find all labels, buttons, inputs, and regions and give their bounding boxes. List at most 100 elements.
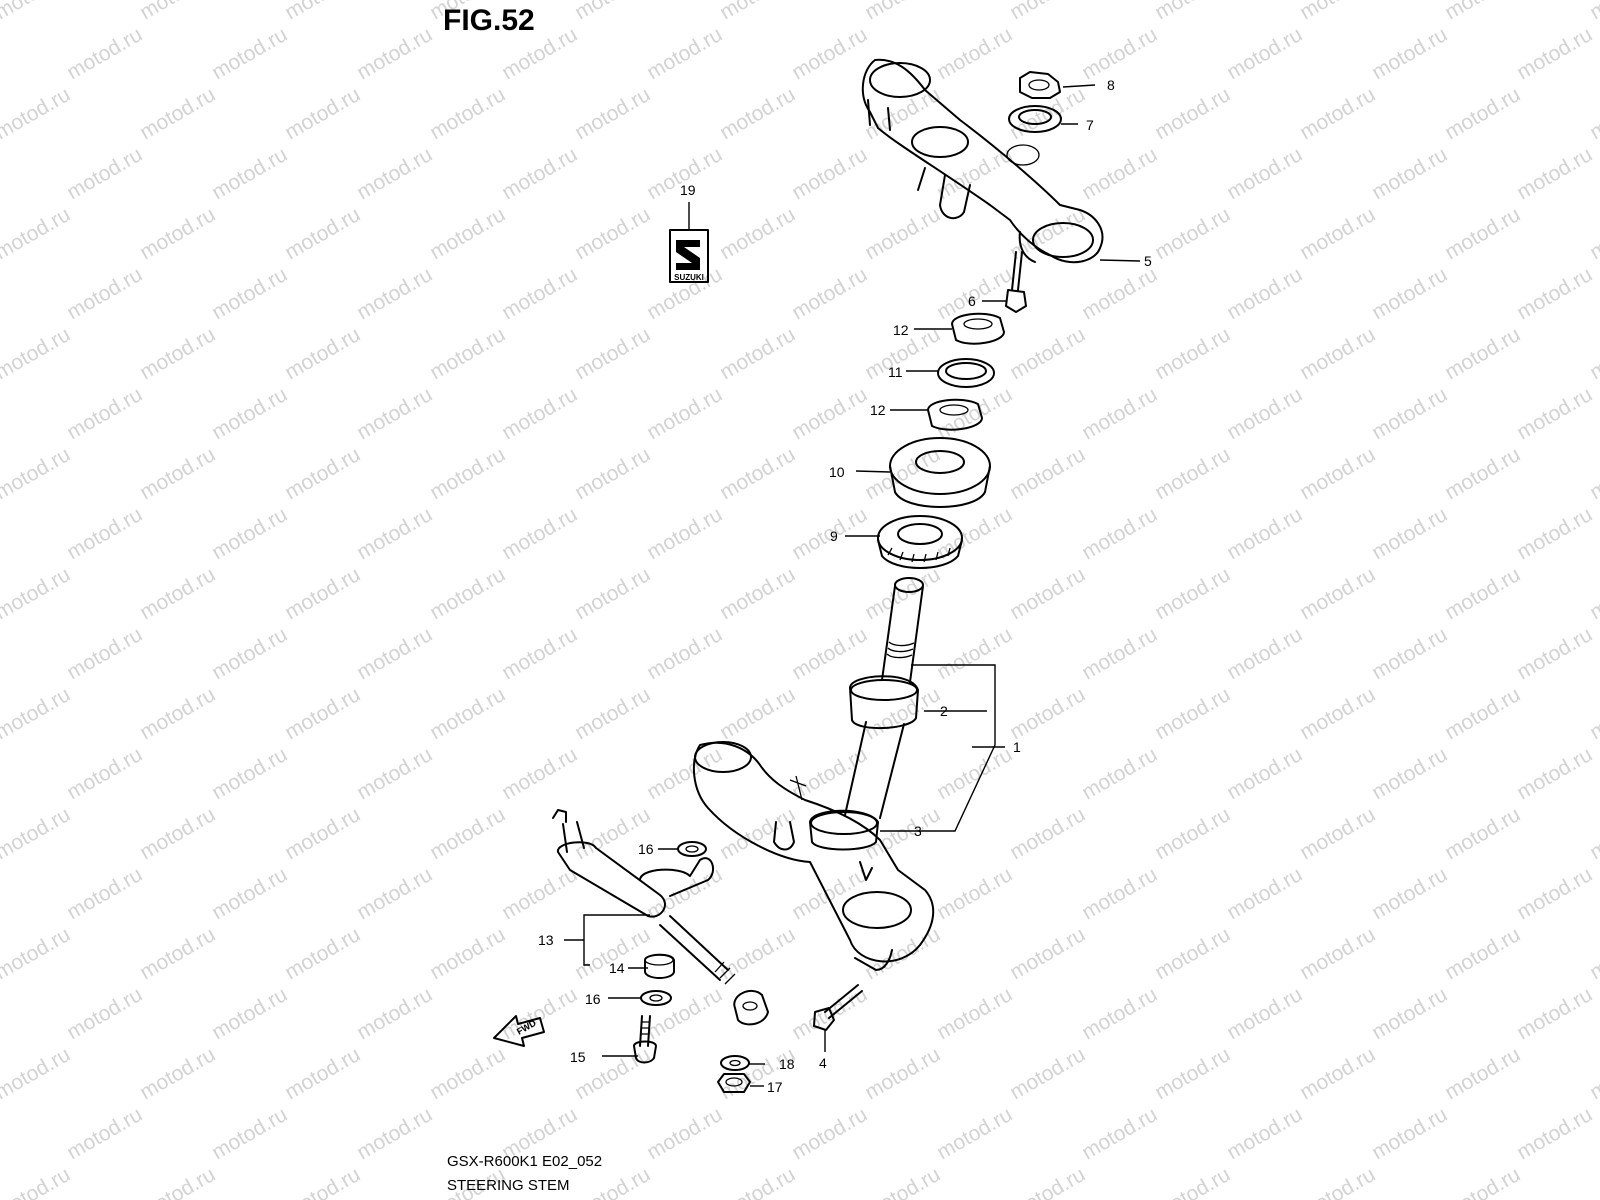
watermark-text: motod.ru: [63, 983, 146, 1044]
watermark-text: motod.ru: [716, 443, 799, 504]
watermark-text: motod.ru: [208, 383, 291, 444]
damper-bush: [644, 953, 675, 979]
watermark-text: motod.ru: [281, 443, 364, 504]
dust-seal: [889, 437, 991, 508]
watermark-text: motod.ru: [1586, 1043, 1600, 1104]
watermark-text: motod.ru: [571, 0, 654, 24]
watermark-text: motod.ru: [136, 323, 219, 384]
watermark-text: motod.ru: [1513, 983, 1596, 1044]
watermark-text: motod.ru: [1586, 323, 1600, 384]
watermark-text: motod.ru: [1586, 0, 1600, 24]
watermark-text: motod.ru: [281, 0, 364, 24]
watermark-text: motod.ru: [716, 323, 799, 384]
watermark-text: motod.ru: [1151, 0, 1234, 24]
watermark-text: motod.ru: [208, 743, 291, 804]
watermark-text: motod.ru: [63, 383, 146, 444]
washer-upper-16: [677, 841, 707, 857]
watermark-text: motod.ru: [1441, 203, 1524, 264]
watermark-text: motod.ru: [1006, 0, 1089, 24]
watermark-text: motod.ru: [208, 23, 291, 84]
watermark-text: motod.ru: [1006, 803, 1089, 864]
upper-bracket: [861, 58, 1104, 264]
damper-bolt: [633, 1015, 657, 1064]
watermark-text: motod.ru: [861, 923, 944, 984]
watermark-text: motod.ru: [353, 623, 436, 684]
leader-lines: [564, 84, 1141, 1087]
watermark-text: motod.ru: [498, 863, 581, 924]
callout-14: 14: [609, 960, 625, 976]
callout-12-upper: 12: [893, 322, 909, 338]
lock-washer: [937, 358, 995, 388]
watermark-text: motod.ru: [1296, 683, 1379, 744]
callout-19: 19: [680, 182, 696, 198]
watermark-text: motod.ru: [1296, 323, 1379, 384]
watermark-text: motod.ru: [1078, 863, 1161, 924]
watermark-text: motod.ru: [716, 1163, 799, 1200]
watermark-text: motod.ru: [1441, 1163, 1524, 1200]
callout-16-lower: 16: [585, 991, 601, 1007]
watermark-text: motod.ru: [1078, 1103, 1161, 1164]
watermark-text: motod.ru: [426, 563, 509, 624]
stem-nut: [1019, 71, 1061, 99]
watermark-text: motod.ru: [1296, 803, 1379, 864]
lock-nut-upper: [951, 312, 1005, 345]
watermark-text: motod.ru: [281, 1043, 364, 1104]
watermark-text: motod.ru: [1441, 323, 1524, 384]
watermark-text: motod.ru: [571, 203, 654, 264]
watermark-text: motod.ru: [63, 503, 146, 564]
watermark-text: motod.ru: [208, 863, 291, 924]
watermark-text: motod.ru: [0, 683, 74, 744]
watermark-text: motod.ru: [1586, 923, 1600, 984]
watermark-text: motod.ru: [788, 863, 871, 924]
callout-18: 18: [779, 1056, 795, 1072]
watermark-text: motod.ru: [1368, 983, 1451, 1044]
watermark-text: motod.ru: [643, 623, 726, 684]
watermark-text: motod.ru: [353, 23, 436, 84]
watermark-text: motod.ru: [571, 83, 654, 144]
watermark-text: motod.ru: [1441, 0, 1524, 24]
callout-9: 9: [830, 528, 838, 544]
watermark-text: motod.ru: [63, 863, 146, 924]
watermark-text: motod.ru: [1586, 683, 1600, 744]
watermark-text: motod.ru: [426, 83, 509, 144]
watermark-text: motod.ru: [353, 383, 436, 444]
watermark-text: motod.ru: [1151, 923, 1234, 984]
watermark-text: motod.ru: [788, 143, 871, 204]
watermark-text: motod.ru: [0, 1103, 1, 1164]
watermark-text: motod.ru: [498, 623, 581, 684]
watermark-text: motod.ru: [716, 683, 799, 744]
watermark-text: motod.ru: [498, 143, 581, 204]
watermark-text: motod.ru: [498, 743, 581, 804]
watermark-text: motod.ru: [1151, 1163, 1234, 1200]
watermark-text: motod.ru: [1513, 863, 1596, 924]
watermark-text: motod.ru: [353, 1103, 436, 1164]
watermark-text: motod.ru: [136, 1043, 219, 1104]
watermark-text: motod.ru: [63, 1103, 146, 1164]
callout-12-lower: 12: [870, 402, 886, 418]
suzuki-emblem: SUZUKI: [669, 229, 709, 283]
watermark-text: motod.ru: [0, 1043, 74, 1104]
watermark-text: motod.ru: [1586, 203, 1600, 264]
watermark-text: motod.ru: [1006, 683, 1089, 744]
watermark-text: motod.ru: [1006, 1163, 1089, 1200]
watermark-text: motod.ru: [281, 203, 364, 264]
watermark-text: motod.ru: [1078, 743, 1161, 804]
watermark-text: motod.ru: [1296, 203, 1379, 264]
watermark-text: motod.ru: [861, 0, 944, 24]
watermark-text: motod.ru: [281, 83, 364, 144]
washer-18: [720, 1055, 750, 1071]
watermark-text: motod.ru: [933, 623, 1016, 684]
watermark-text: motod.ru: [643, 1103, 726, 1164]
watermark-text: motod.ru: [933, 983, 1016, 1044]
watermark-text: motod.ru: [1223, 263, 1306, 324]
watermark-text: motod.ru: [861, 83, 944, 144]
watermark-text: motod.ru: [498, 503, 581, 564]
watermark-text: motod.ru: [1078, 983, 1161, 1044]
watermark-text: motod.ru: [63, 623, 146, 684]
callout-6: 6: [968, 293, 976, 309]
watermark-text: motod.ru: [1586, 1163, 1600, 1200]
watermark-text: motod.ru: [1296, 0, 1379, 24]
nut-17: [717, 1073, 751, 1093]
watermark-text: motod.ru: [0, 1163, 74, 1200]
